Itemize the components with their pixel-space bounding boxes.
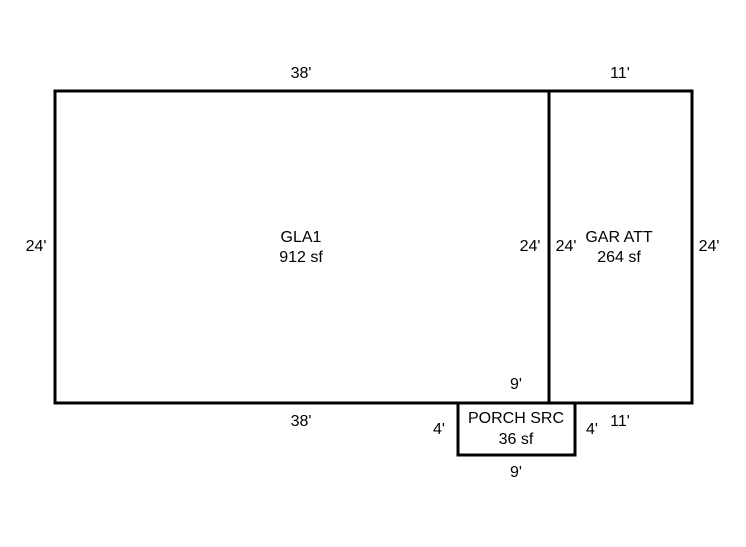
porch-room-name: PORCH SRC xyxy=(468,410,564,427)
porch-room-area: 36 sf xyxy=(499,431,534,448)
gla1-top-dimension: 38' xyxy=(291,65,312,82)
garage-bottom-dimension: 11' xyxy=(610,413,630,430)
gla1-right-dimension: 24' xyxy=(520,238,541,255)
garage-room-area: 264 sf xyxy=(597,249,641,266)
gla1-left-dimension: 24' xyxy=(26,238,47,255)
gla1-room-area: 912 sf xyxy=(279,249,323,266)
garage-room-outline xyxy=(547,89,694,405)
porch-bottom-dimension: 9' xyxy=(510,464,522,481)
gla1-bottom-dimension: 38' xyxy=(291,413,312,430)
porch-room-outline xyxy=(456,401,577,457)
porch-right-dimension: 4' xyxy=(586,421,598,438)
garage-room-name: GAR ATT xyxy=(585,229,652,246)
garage-left-dimension: 24' xyxy=(556,238,577,255)
gla1-room-outline xyxy=(53,89,551,405)
garage-top-dimension: 11' xyxy=(610,65,630,82)
porch-left-dimension: 4' xyxy=(433,421,445,438)
garage-right-dimension: 24' xyxy=(699,238,720,255)
porch-top-dimension: 9' xyxy=(510,376,522,393)
gla1-room-name: GLA1 xyxy=(281,229,322,246)
